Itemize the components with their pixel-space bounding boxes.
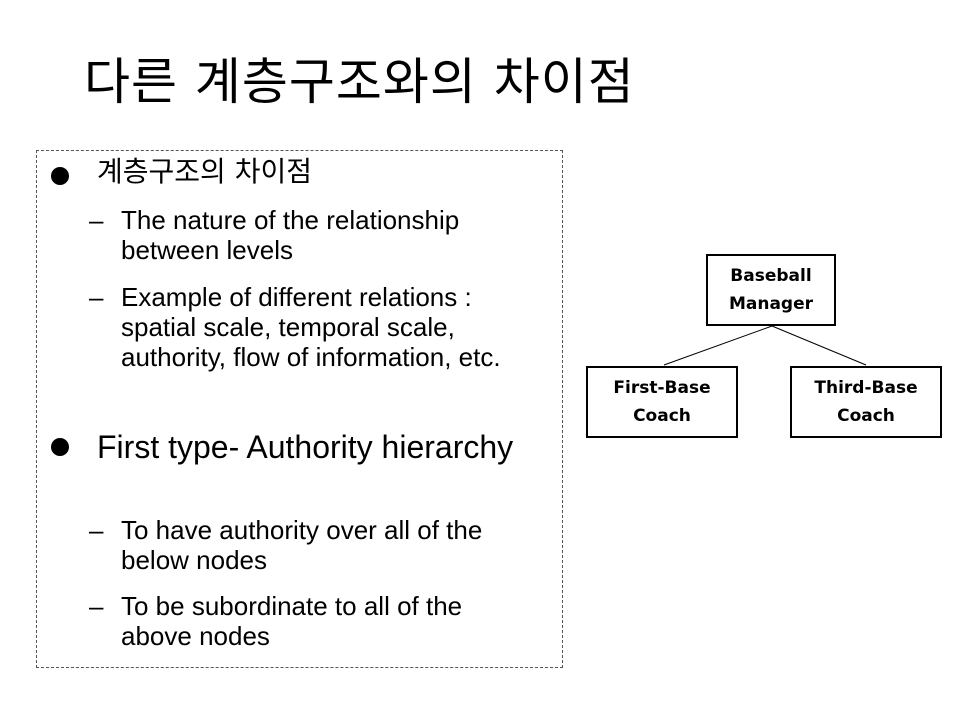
bullet-2-text: First type- Authority hierarchy: [97, 429, 514, 465]
sub-bullet-1-1-text: The nature of the relationship between l…: [121, 205, 460, 265]
bullet-dot: [51, 167, 69, 185]
connector-left: [663, 325, 773, 366]
dash-glyph: –: [89, 282, 104, 312]
org-node-right: Third-Base Coach: [790, 366, 942, 438]
sub-bullet-2-1: – To have authority over all of the belo…: [89, 515, 534, 575]
bullet-1: 계층구조의 차이점: [51, 151, 521, 191]
bullet-2: First type- Authority hierarchy: [51, 428, 521, 466]
org-node-root: Baseball Manager: [706, 254, 836, 326]
sub-bullet-2-1-text: To have authority over all of the below …: [121, 515, 483, 575]
sub-bullet-2-2-text: To be subordinate to all of the above no…: [121, 591, 463, 651]
org-chart: Baseball Manager First-Base Coach Third-…: [580, 250, 950, 450]
slide-title: 다른 계층구조와의 차이점: [84, 53, 635, 111]
bullet-dot: [51, 438, 69, 456]
content-box: 계층구조의 차이점 – The nature of the relationsh…: [36, 150, 563, 668]
sub-bullet-1-1: – The nature of the relationship between…: [89, 205, 534, 265]
dash-glyph: –: [89, 591, 104, 621]
sub-bullet-2-2: – To be subordinate to all of the above …: [89, 591, 534, 651]
sub-bullet-1-2-text: Example of different relations : spatial…: [121, 282, 501, 372]
org-chart-connectors: [663, 325, 867, 366]
connector-right: [771, 325, 867, 366]
dash-glyph: –: [89, 515, 104, 545]
org-node-left: First-Base Coach: [586, 366, 738, 438]
sub-bullet-1-2: – Example of different relations : spati…: [89, 282, 534, 372]
dash-glyph: –: [89, 205, 104, 235]
bullet-1-text: 계층구조의 차이점: [97, 155, 312, 188]
